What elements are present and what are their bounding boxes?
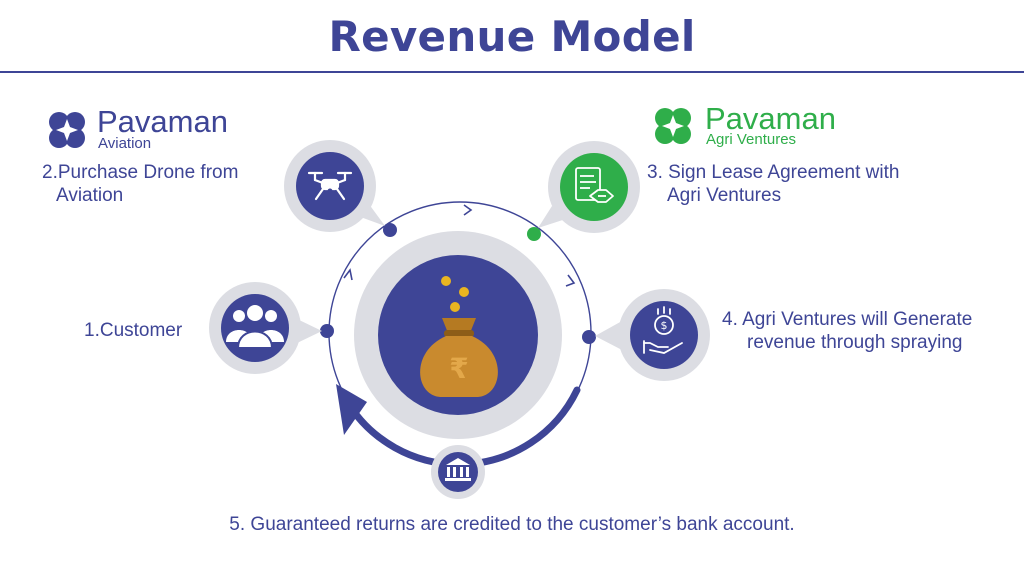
page-title: Revenue Model [328,12,696,61]
brand-aviation-sub: Aviation [98,135,152,152]
step-2-line-2: Aviation [56,185,124,206]
direction-chevron-right [565,274,576,287]
brand-pavaman-aviation: Pavaman Aviation [45,104,245,154]
bank-node [431,445,485,499]
step-2-text: 2.Purchase Drone from Aviation [42,161,292,207]
bank-icon [445,458,471,481]
svg-text:$: $ [661,319,668,332]
step-1-text: 1.Customer [84,320,183,341]
brand-agri-name: Pavaman [705,101,836,136]
money-hand-icon: $ [643,306,683,354]
return-arrowhead [336,384,367,435]
revenue-node: $ [595,289,710,381]
step-5-text: 5. Guaranteed returns are credited to th… [229,514,795,535]
customer-node [209,282,322,374]
users-icon [226,305,284,349]
connector-dot-revenue [582,330,596,344]
rupee-symbol: ₹ [449,352,468,385]
pavaman-agri-logo-icon [655,108,691,144]
purchase-drone-node [284,140,385,232]
connector-dot-customer [320,324,334,338]
direction-chevron-left [343,268,353,281]
step-4-line-1: 4. Agri Ventures will Generate [722,309,973,330]
direction-chevron-top [463,204,473,216]
step-2-line-1: 2.Purchase Drone from [42,162,239,183]
lease-agreement-node [538,141,640,233]
brand-agri-sub: Agri Ventures [706,131,797,148]
pavaman-aviation-logo-icon [49,112,85,148]
money-bag-icon: ₹ [420,276,498,397]
title-divider [0,71,1024,73]
connector-dot-purchase [383,223,397,237]
brand-aviation-name: Pavaman [97,104,228,139]
drone-icon [307,171,353,201]
step-4-text: 4. Agri Ventures will Generate revenue t… [722,308,1012,354]
agreement-handshake-icon [575,167,614,203]
brand-pavaman-agri: Pavaman Agri Ventures [651,102,851,152]
step-4-line-2: revenue through spraying [747,332,963,353]
step-3-text: 3. Sign Lease Agreement with Agri Ventur… [647,161,947,207]
step-3-line-2: Agri Ventures [667,185,782,206]
step-3-line-1: 3. Sign Lease Agreement with [647,162,900,183]
connector-dot-lease [527,227,541,241]
